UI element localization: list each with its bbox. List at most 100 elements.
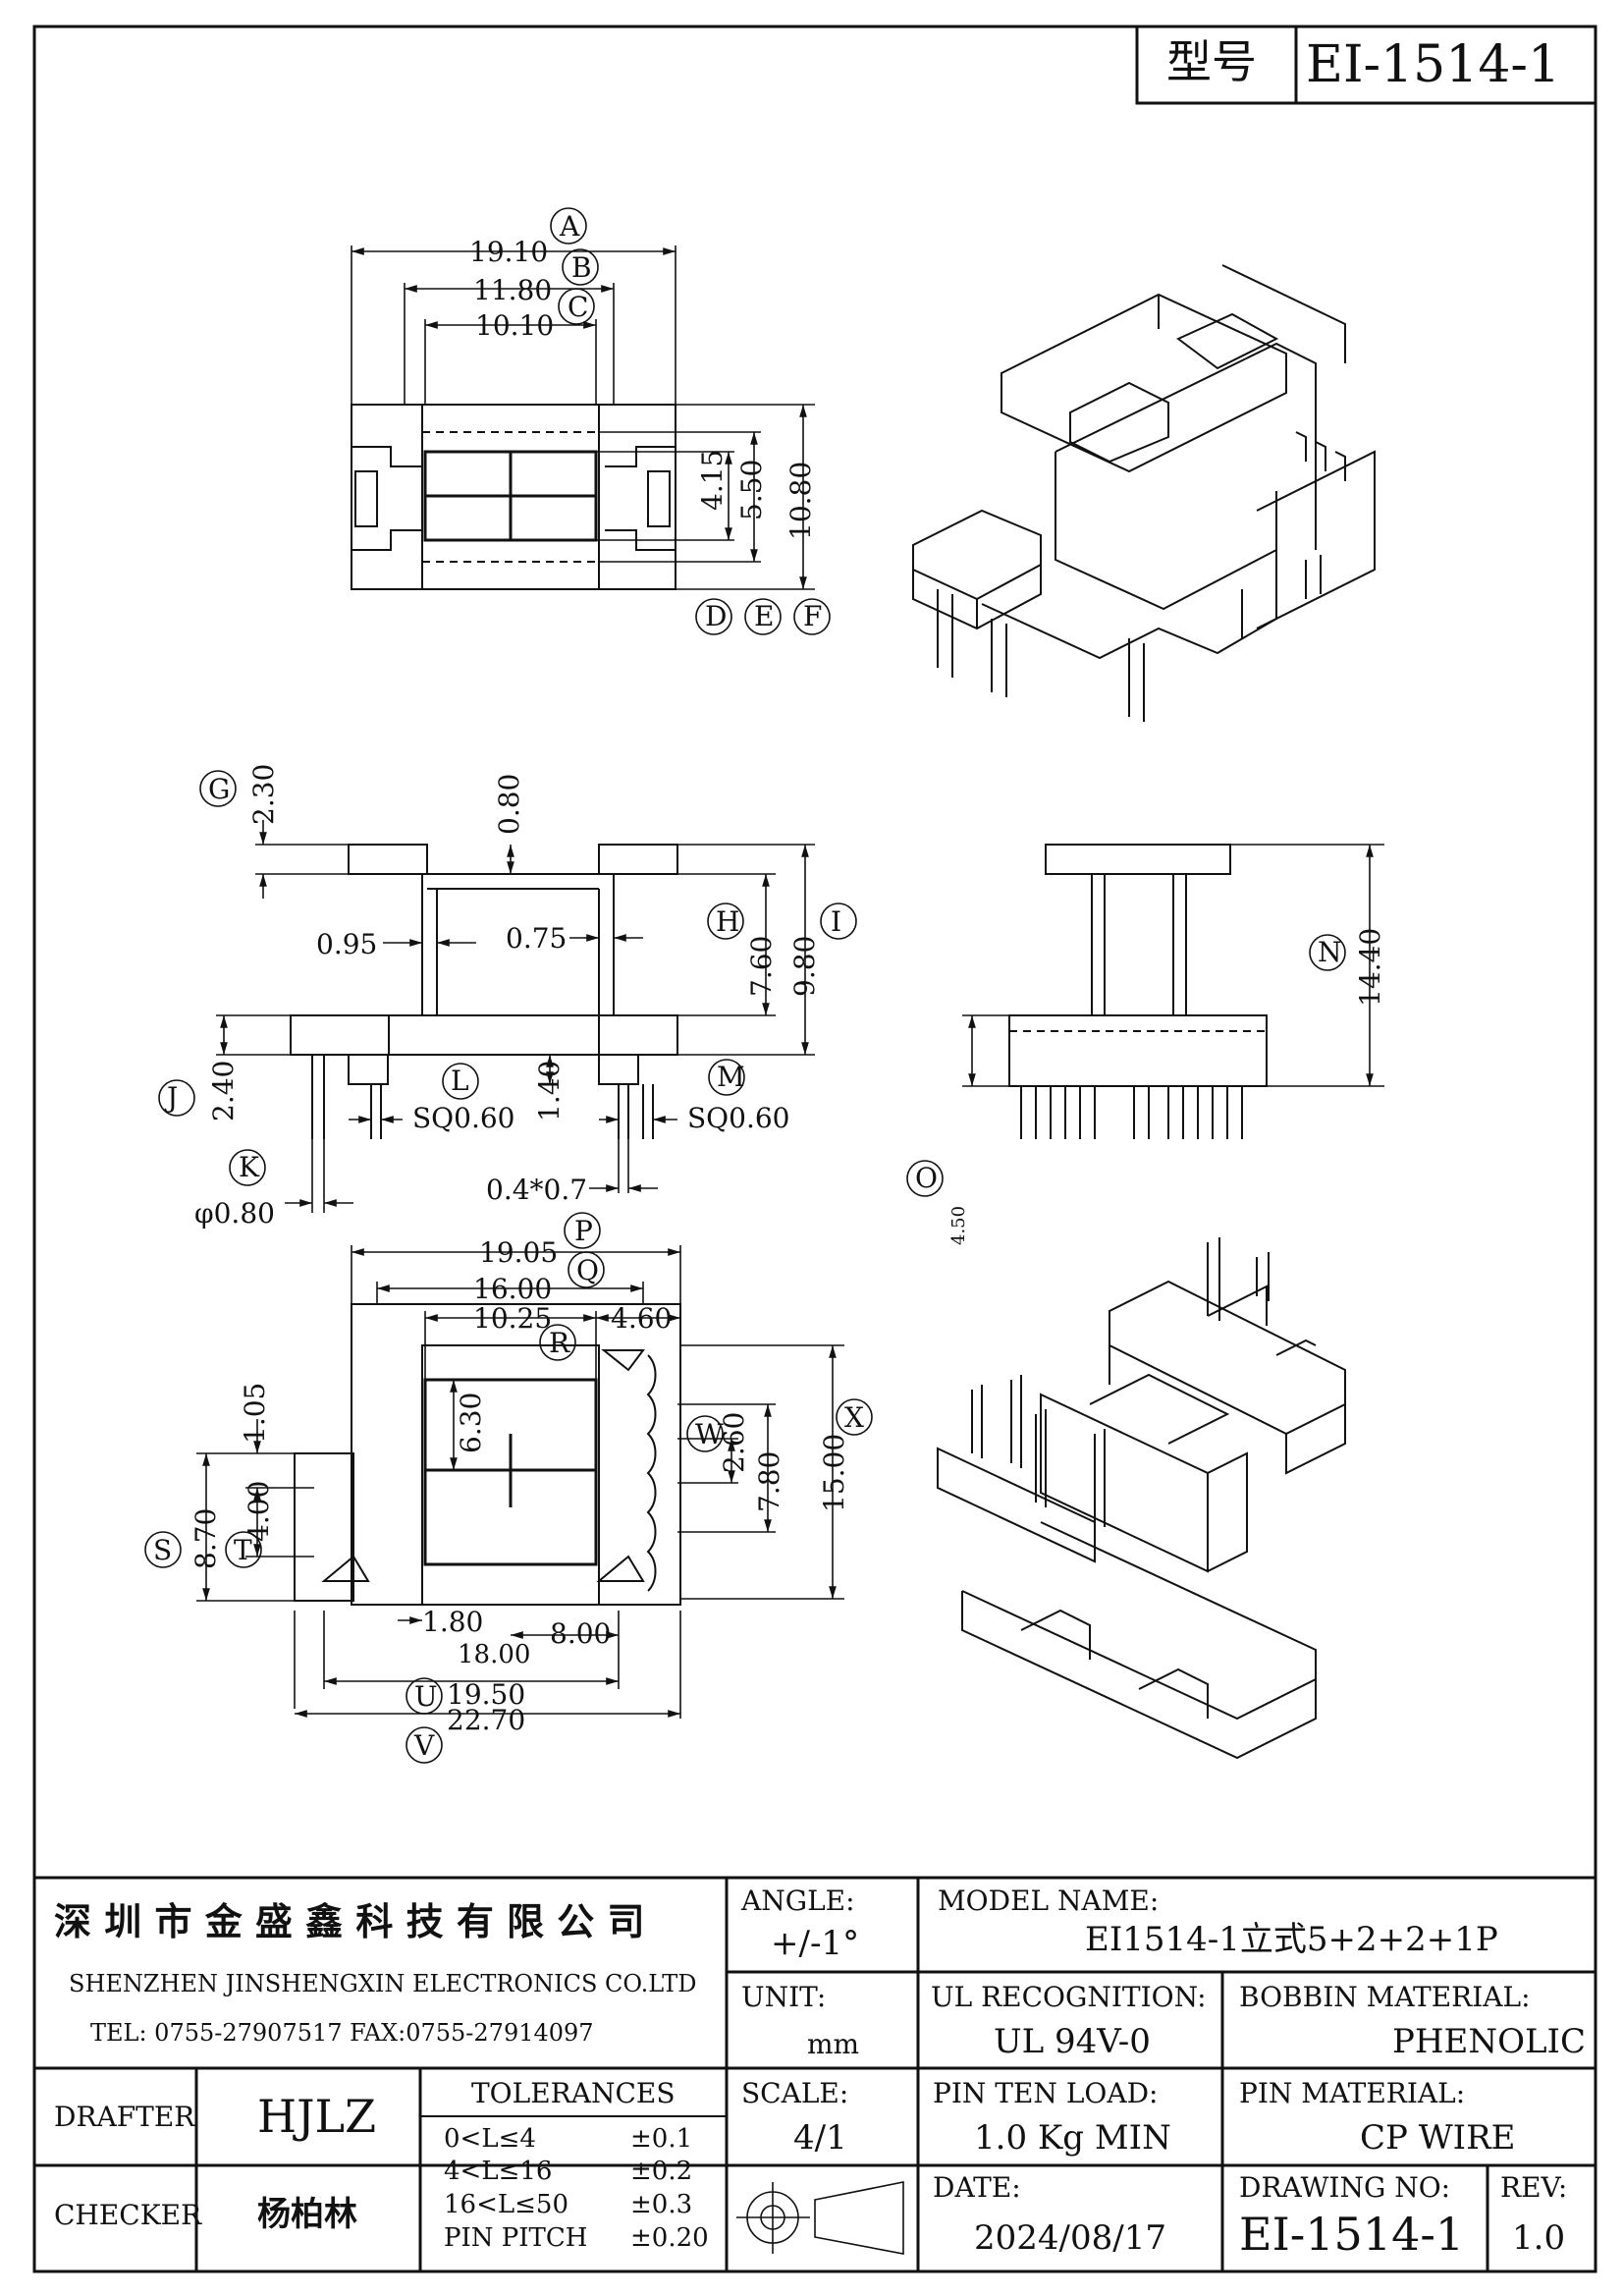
rev-value: 1.0 <box>1512 2218 1566 2258</box>
tol-value-3: ±0.20 <box>630 2223 709 2253</box>
label-p: P <box>574 1215 593 1247</box>
dim-v2: 5.50 <box>735 459 768 520</box>
pin-mat-label: PIN MATERIAL: <box>1239 2077 1466 2109</box>
dim-t: 4.00 <box>243 1480 275 1542</box>
label-l: L <box>451 1065 469 1097</box>
company-en: SHENZHEN JINSHENGXIN ELECTRONICS CO.LTD <box>69 1970 697 1997</box>
label-f: F <box>803 600 823 632</box>
dim-i: 9.80 <box>788 935 821 997</box>
bobbin-label: BOBBIN MATERIAL: <box>1239 1981 1531 2013</box>
label-u: U <box>414 1680 438 1713</box>
scale-value: 4/1 <box>793 2118 847 2158</box>
dim-v3: 10.80 <box>784 461 817 540</box>
dim-j: 2.40 <box>207 1060 240 1121</box>
pin-load-value: 1.0 Kg MIN <box>974 2118 1171 2158</box>
tol-value-1: ±0.2 <box>630 2157 693 2186</box>
dim-095: 0.95 <box>316 928 378 960</box>
unit-value: mm <box>807 2028 860 2060</box>
dim-pin: 0.4*0.7 <box>486 1174 588 1206</box>
model-value: EI1514-1立式5+2+2+1P <box>1085 1920 1498 1959</box>
ul-label: UL RECOGNITION: <box>931 1981 1207 2013</box>
ul-value: UL 94V-0 <box>994 2022 1151 2061</box>
label-q: Q <box>576 1254 599 1286</box>
iso-view-bottom <box>937 1237 1346 1760</box>
angle-value: +/-1° <box>771 1924 860 1963</box>
dim-630: 6.30 <box>455 1392 487 1453</box>
date-label: DATE: <box>933 2171 1021 2204</box>
dim-o: 4.50 <box>948 1205 969 1245</box>
dim-080: 0.80 <box>493 773 525 835</box>
dim-g: 2.30 <box>247 763 280 825</box>
tol-value-0: ±0.1 <box>630 2124 693 2154</box>
checker-label: CHECKER <box>54 2199 202 2231</box>
projection-symbol <box>736 2181 904 2255</box>
sheet-border <box>32 25 1597 2273</box>
label-w: W <box>695 1418 724 1450</box>
bobbin-value: PHENOLIC <box>1392 2022 1586 2061</box>
dim-m: SQ0.60 <box>687 1102 790 1134</box>
dim-x: 15.00 <box>818 1433 850 1512</box>
label-r: R <box>549 1327 570 1359</box>
drawing-no-label: DRAWING NO: <box>1239 2171 1451 2204</box>
tol-value-2: ±0.3 <box>630 2190 693 2219</box>
label-o: O <box>915 1162 938 1194</box>
dim-w: 2.60 <box>718 1411 750 1473</box>
model-label: MODEL NAME: <box>938 1885 1160 1917</box>
label-k: K <box>239 1151 259 1183</box>
scale-label: SCALE: <box>741 2077 849 2109</box>
label-c: C <box>568 291 589 323</box>
dim-v: 22.70 <box>447 1704 526 1736</box>
label-b: B <box>571 251 592 284</box>
dim-800: 8.00 <box>550 1617 612 1650</box>
pin-mat-value: CP WIRE <box>1360 2118 1516 2158</box>
label-t: T <box>234 1534 252 1566</box>
dim-460: 4.60 <box>611 1302 673 1335</box>
dim-p: 19.05 <box>479 1236 559 1269</box>
model-code-header: EI-1514-1 <box>1306 35 1561 94</box>
date-value: 2024/08/17 <box>974 2218 1166 2258</box>
dim-140: 1.40 <box>533 1060 566 1121</box>
tolerances-label: TOLERANCES <box>471 2077 676 2109</box>
dim-1800: 18.00 <box>458 1640 531 1669</box>
label-g: G <box>208 773 231 805</box>
unit-label: UNIT: <box>741 1981 827 2013</box>
dim-l: SQ0.60 <box>412 1102 515 1134</box>
label-d: D <box>705 600 728 632</box>
dim-075: 0.75 <box>506 922 568 955</box>
drafter-label: DRAFTER <box>54 2101 195 2133</box>
angle-label: ANGLE: <box>741 1885 855 1917</box>
dim-v1: 4.15 <box>696 449 729 511</box>
dim-q: 16.00 <box>473 1273 553 1305</box>
type-label: 型号 <box>1166 35 1257 88</box>
drawing-no-value: EI-1514-1 <box>1239 2208 1465 2261</box>
header-box <box>1135 25 1597 105</box>
label-v: V <box>414 1729 435 1762</box>
rev-label: REV: <box>1500 2171 1568 2204</box>
drafter-value: HJLZ <box>257 2090 377 2143</box>
dim-a: 19.10 <box>469 236 549 268</box>
label-n: N <box>1318 936 1342 968</box>
dim-c: 10.10 <box>475 309 555 342</box>
label-h: H <box>716 905 740 938</box>
label-s: S <box>153 1534 173 1566</box>
label-e: E <box>754 600 775 632</box>
dim-s: 8.70 <box>189 1507 222 1569</box>
bottom-view <box>294 1303 681 1606</box>
dim-u: 19.50 <box>447 1678 526 1711</box>
title-block <box>34 1876 1596 2271</box>
dim-r: 10.25 <box>473 1302 553 1335</box>
tol-range-1: 4<L≤16 <box>444 2157 553 2186</box>
tol-range-3: PIN PITCH <box>444 2223 588 2253</box>
iso-view-top <box>912 264 1376 722</box>
dim-n: 14.40 <box>1354 927 1386 1007</box>
label-j: J <box>167 1081 179 1114</box>
label-a: A <box>560 210 580 243</box>
tol-range-2: 16<L≤50 <box>444 2190 569 2219</box>
dim-h: 7.60 <box>745 935 778 997</box>
label-x: X <box>844 1401 864 1434</box>
dim-180: 1.80 <box>422 1606 484 1638</box>
company-cn: 深 圳 市 金 盛 鑫 科 技 有 限 公 司 <box>54 1900 645 1943</box>
pin-load-label: PIN TEN LOAD: <box>933 2077 1159 2109</box>
contact: TEL: 0755-27907517 FAX:0755-27914097 <box>90 2019 594 2047</box>
